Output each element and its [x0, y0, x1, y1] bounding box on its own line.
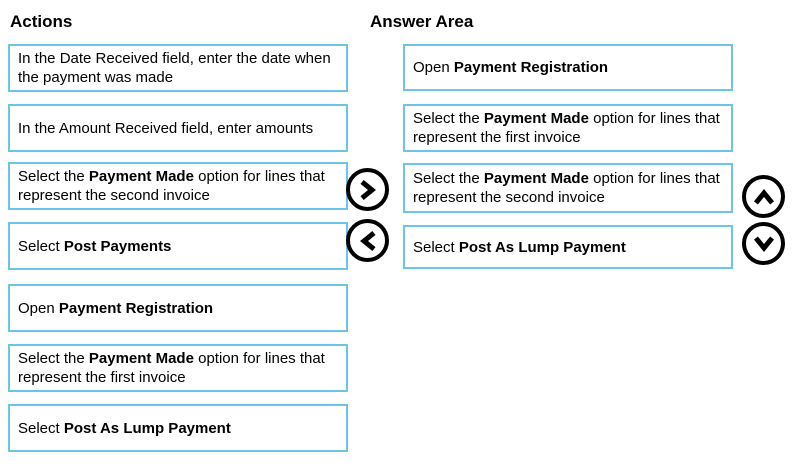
text-segment: Select: [18, 237, 64, 255]
answer-item-4[interactable]: Select Post As Lump Payment: [403, 225, 733, 269]
action-item-6[interactable]: Select the Payment Made option for lines…: [8, 344, 348, 392]
action-item-2[interactable]: In the Amount Received field, enter amou…: [8, 104, 348, 152]
action-item-text: Select Post As Lump Payment: [18, 419, 231, 438]
answer-item-text: Open Payment Registration: [413, 58, 608, 77]
text-segment: option for lines that represent the seco…: [18, 168, 325, 204]
action-item-7[interactable]: Select Post As Lump Payment: [8, 404, 348, 452]
chevron-up-icon: [753, 186, 775, 208]
text-segment: Payment Made: [483, 170, 589, 187]
chevron-right-icon: [357, 179, 379, 201]
move-down-button[interactable]: [742, 222, 785, 265]
text-segment: Payment Made: [483, 110, 589, 127]
text-segment: Select: [18, 419, 64, 437]
text-segment: Post As Lump Payment: [63, 419, 231, 437]
text-segment: Post As Lump Payment: [458, 238, 626, 256]
move-left-button[interactable]: [346, 219, 389, 262]
action-item-text: Select the Payment Made option for lines…: [18, 167, 338, 205]
text-segment: Select the: [413, 110, 484, 127]
action-item-4[interactable]: Select Post Payments: [8, 222, 348, 270]
action-item-1[interactable]: In the Date Received field, enter the da…: [8, 44, 348, 92]
chevron-down-icon: [753, 233, 775, 255]
chevron-left-icon: [357, 230, 379, 252]
answer-item-text: Select the Payment Made option for lines…: [413, 109, 723, 147]
actions-title: Actions: [10, 12, 73, 31]
text-segment: option for lines that represent the firs…: [413, 110, 720, 146]
text-segment: Select: [413, 238, 459, 256]
text-segment: option for lines that represent the firs…: [18, 350, 325, 386]
action-item-5[interactable]: Open Payment Registration: [8, 284, 348, 332]
action-item-text: Select Post Payments: [18, 237, 171, 256]
action-item-text: Open Payment Registration: [18, 299, 213, 318]
text-segment: Payment Made: [88, 168, 194, 185]
answer-item-text: Select Post As Lump Payment: [413, 238, 626, 257]
text-segment: Select the: [18, 350, 89, 367]
action-item-text: In the Amount Received field, enter amou…: [18, 119, 313, 138]
text-segment: Payment Registration: [453, 59, 609, 76]
text-segment: Payment Registration: [58, 299, 214, 317]
text-segment: In the Amount Received field, enter amou…: [18, 119, 314, 137]
move-right-button[interactable]: [346, 168, 389, 211]
answer-item-2[interactable]: Select the Payment Made option for lines…: [403, 104, 733, 152]
text-segment: Open: [413, 59, 454, 76]
text-segment: In the Date Received field, enter the da…: [18, 50, 331, 86]
text-segment: Select the: [18, 168, 89, 185]
answer-item-3[interactable]: Select the Payment Made option for lines…: [403, 163, 733, 213]
action-item-text: In the Date Received field, enter the da…: [18, 49, 338, 87]
action-item-3[interactable]: Select the Payment Made option for lines…: [8, 162, 348, 210]
text-segment: Post Payments: [63, 237, 172, 255]
move-up-button[interactable]: [742, 175, 785, 218]
text-segment: Select the: [413, 170, 484, 187]
text-segment: Open: [18, 299, 59, 317]
text-segment: Payment Made: [88, 350, 194, 367]
answer-area-title: Answer Area: [370, 12, 474, 31]
action-item-text: Select the Payment Made option for lines…: [18, 349, 338, 387]
text-segment: option for lines that represent the seco…: [413, 170, 720, 206]
answer-item-1[interactable]: Open Payment Registration: [403, 44, 733, 91]
answer-item-text: Select the Payment Made option for lines…: [413, 169, 723, 207]
